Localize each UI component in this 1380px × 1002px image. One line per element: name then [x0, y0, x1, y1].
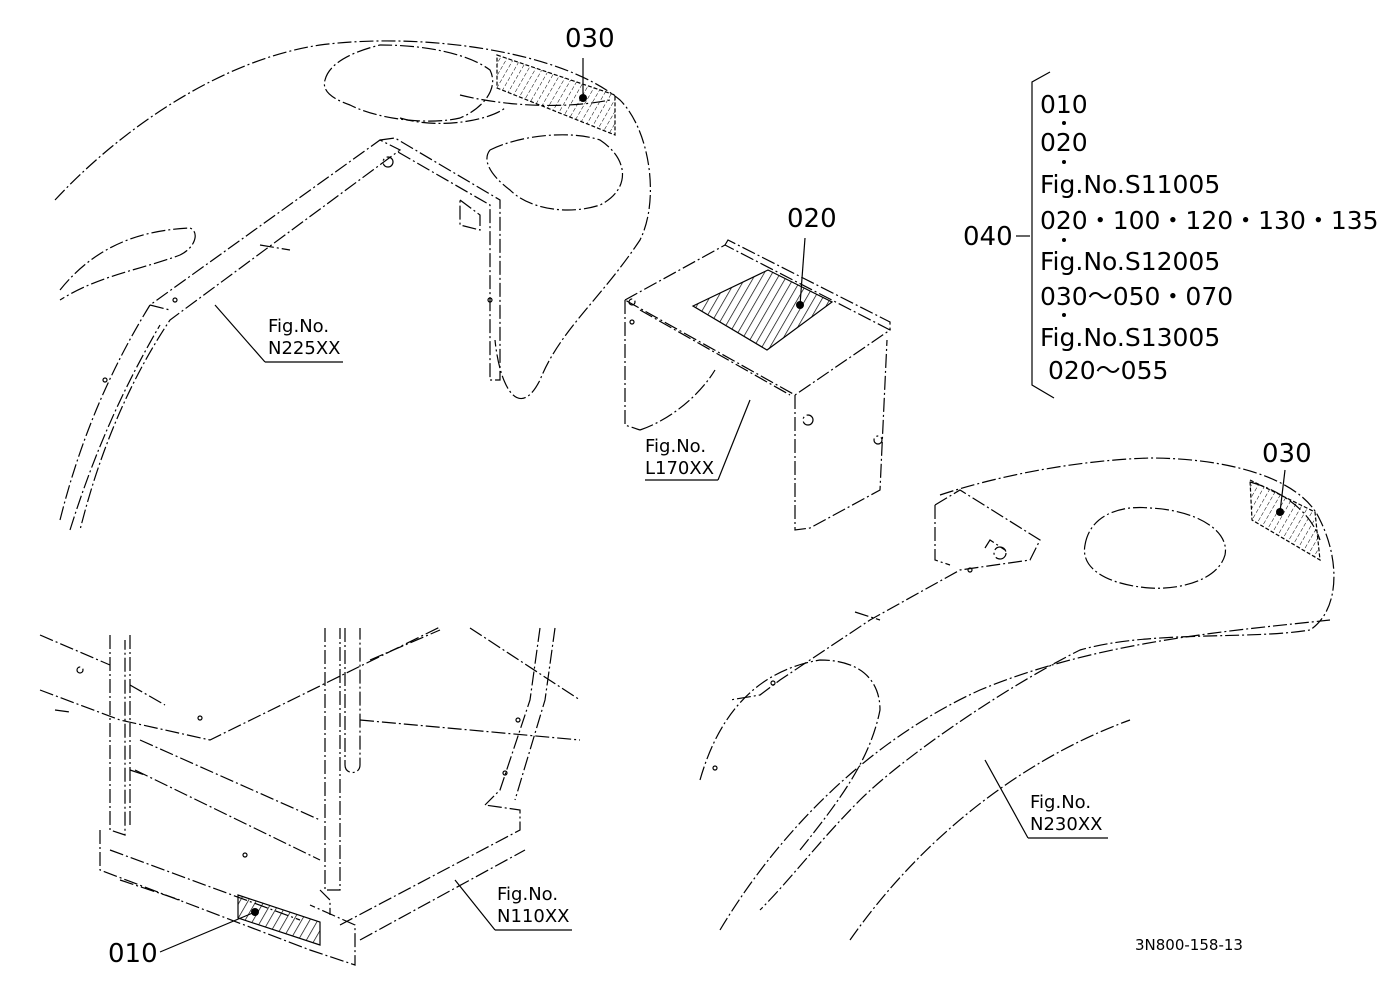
- callout-030-top: 030: [565, 24, 615, 54]
- callout-030-right: 030: [1262, 439, 1312, 469]
- separator-dot: [1062, 121, 1066, 125]
- separator-dot: [1062, 238, 1066, 242]
- fig-ref-l170-line2: L170XX: [645, 458, 715, 479]
- drawing-code: 3N800-158-13: [1135, 936, 1243, 954]
- fig-ref-n110-line1: Fig.No.: [497, 884, 559, 905]
- fig-ref-l170-line1: Fig.No.: [645, 436, 707, 457]
- callout-010-bottom: 010: [108, 939, 158, 969]
- decal-010: [237, 894, 321, 946]
- separator-dot: [1062, 160, 1066, 164]
- bracket-middle-drawing: [623, 239, 892, 531]
- decal-030-right: [1249, 479, 1321, 562]
- kit-list-item-2: 020: [1040, 128, 1088, 157]
- fig-ref-n230-line1: Fig.No.: [1030, 792, 1092, 813]
- fig-ref-l170: Fig.No. L170XX: [645, 436, 714, 480]
- callout-040: 040: [963, 222, 1013, 252]
- fig-ref-n110: Fig.No. N110XX: [497, 884, 569, 928]
- fig-ref-n225-line2: N225XX: [268, 338, 341, 359]
- kit-list-item-1: 010: [1040, 90, 1088, 119]
- fig-ref-n110-line2: N110XX: [497, 906, 570, 927]
- fig-ref-n230: Fig.No. N230XX: [1030, 792, 1102, 836]
- fig-ref-n225: Fig.No. N225XX: [268, 316, 340, 360]
- kit-list-item-8: 020～055: [1040, 356, 1169, 385]
- kit-list-item-4: 020・100・120・130・135: [1040, 206, 1379, 235]
- fender-left-drawing: [54, 40, 651, 531]
- decal-020: [691, 269, 834, 351]
- decal-030-left: [496, 54, 616, 136]
- kit-list-item-6: 030～050・070: [1040, 282, 1234, 311]
- kit-list-item-7: Fig.No.S13005: [1040, 323, 1221, 352]
- kit-list-item-5: Fig.No.S12005: [1040, 247, 1221, 276]
- separator-dot: [1062, 313, 1066, 317]
- callout-020-middle: 020: [787, 204, 837, 234]
- cab-frame-drawing: [39, 626, 581, 966]
- fig-ref-n225-line1: Fig.No.: [268, 316, 330, 337]
- kit-list-item-3: Fig.No.S11005: [1040, 170, 1221, 199]
- fig-ref-n230-line2: N230XX: [1030, 814, 1103, 835]
